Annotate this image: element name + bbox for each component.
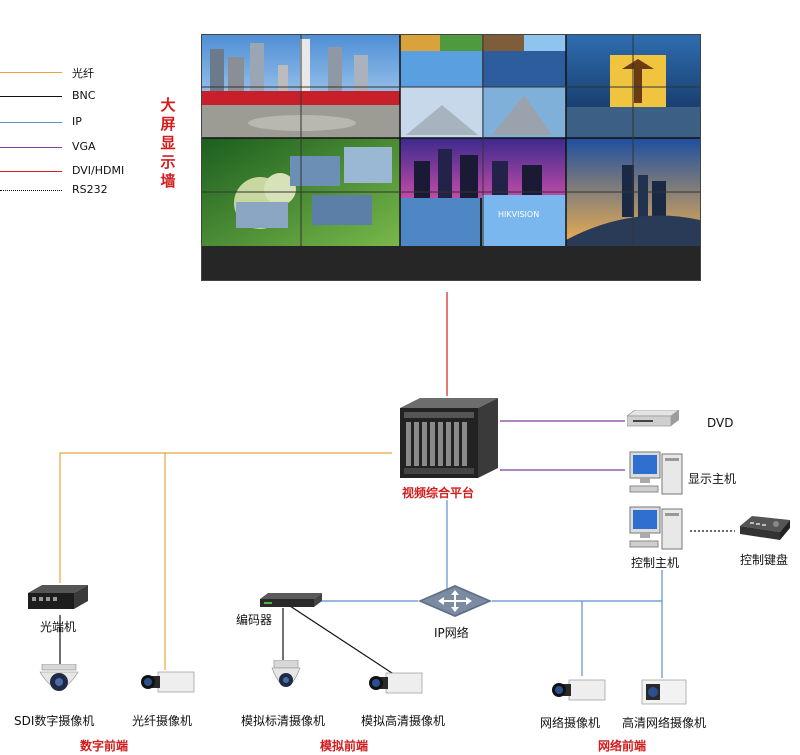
legend-line-vga [0, 147, 62, 148]
platform-label: 视频综合平台 [402, 486, 475, 500]
fiber-camera-label: 光纤摄像机 [132, 714, 193, 728]
bnc-line-encoder-hd [289, 605, 396, 676]
ip-line-network-right [492, 570, 663, 602]
analog-sd-camera-label: 模拟标清摄像机 [241, 714, 326, 728]
sdi-camera-icon [36, 663, 82, 698]
wall-title-char: 墙 [160, 172, 176, 190]
platform-chassis [394, 396, 498, 480]
analog-hd-camera-icon [368, 669, 424, 699]
display-host-label: 显示主机 [688, 472, 737, 486]
display-host-icon [628, 450, 684, 496]
network-camera-label: 网络摄像机 [540, 716, 601, 730]
wall-title-char: 示 [160, 153, 176, 171]
video-wall: HIKVISION [201, 34, 701, 281]
wall-title: 大 屏 显 示 墙 [158, 96, 178, 191]
network-camera-icon [551, 676, 607, 706]
keyboard-icon [736, 514, 792, 544]
ip-network-label: IP网络 [434, 626, 469, 640]
legend-label-dvi: DVI/HDMI [72, 164, 125, 177]
section-digital-label: 数字前端 [80, 739, 129, 753]
legend-line-rs232 [0, 190, 62, 191]
legend-line-fiber [0, 72, 62, 73]
optical-terminal-icon [28, 583, 88, 613]
legend-label-fiber: 光纤 [72, 67, 94, 80]
wall-logo-text: HIKVISION [498, 210, 539, 219]
fiber-line [59, 452, 392, 583]
analog-hd-camera-label: 模拟高清摄像机 [361, 714, 446, 728]
legend-label-rs232: RS232 [72, 183, 108, 196]
hd-network-camera-icon [638, 678, 688, 708]
wall-title-char: 屏 [160, 115, 176, 133]
hd-network-camera-label: 高清网络摄像机 [622, 716, 707, 730]
wall-title-char: 大 [160, 96, 176, 114]
sdi-camera-label: SDI数字摄像机 [14, 714, 95, 728]
dvd-label: DVD [707, 416, 734, 430]
legend-label-bnc: BNC [72, 89, 96, 102]
optical-terminal-label: 光端机 [40, 620, 77, 634]
control-host-label: 控制主机 [631, 556, 680, 570]
dvd-icon [626, 409, 680, 428]
fiber-camera-icon [140, 668, 196, 698]
section-network-label: 网络前端 [598, 739, 647, 753]
video-wall-screens: HIKVISION [202, 35, 700, 280]
section-analog-label: 模拟前端 [320, 739, 369, 753]
keyboard-label: 控制键盘 [740, 553, 789, 567]
legend-line-bnc [0, 96, 62, 97]
encoder-label: 编码器 [236, 613, 273, 627]
ip-network-icon [418, 585, 492, 617]
control-host-icon [628, 505, 684, 551]
wall-title-char: 显 [160, 134, 176, 152]
legend-label-ip: IP [72, 115, 82, 128]
legend-label-vga: VGA [72, 140, 96, 153]
legend-line-dvi [0, 171, 62, 172]
chassis-icon [400, 398, 498, 478]
analog-sd-camera-icon [270, 659, 302, 698]
encoder-icon [260, 593, 322, 609]
legend-line-ip [0, 122, 62, 123]
